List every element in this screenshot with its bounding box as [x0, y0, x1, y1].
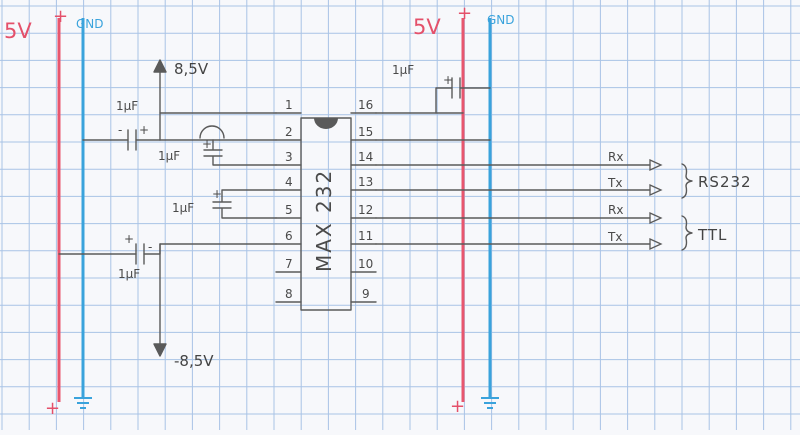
pin-13: 13 [358, 175, 373, 189]
right-vcc-plus-bottom: + [450, 396, 465, 417]
c4-plus-mark: + [124, 232, 134, 246]
pin-9: 9 [362, 287, 370, 301]
wiring [58, 59, 651, 357]
c1-plus-mark: + [139, 123, 149, 137]
pin-14: 14 [358, 150, 373, 164]
pin-4: 4 [285, 175, 293, 189]
pin-numbers-left: 1 2 3 4 5 6 7 8 [285, 98, 293, 301]
c2-plus-mark: + [202, 137, 212, 151]
left-ground-symbol [74, 397, 92, 409]
signal-ttl-tx: Tx [607, 230, 622, 244]
power-rails [57, 18, 499, 409]
left-gnd-label: GND [76, 17, 104, 31]
left-vcc-plus-top: + [53, 6, 68, 27]
pin-7: 7 [285, 257, 293, 271]
pin-1: 1 [285, 98, 293, 112]
signal-rs232-tx: Tx [607, 176, 622, 190]
arrow-rs232-tx [649, 183, 663, 197]
pin-15: 15 [358, 125, 373, 139]
pin-12: 12 [358, 203, 373, 217]
pin-11: 11 [358, 229, 373, 243]
right-gnd-label: GND [487, 13, 515, 27]
cap-c5-value: 1µF [392, 63, 414, 77]
pin-16: 16 [358, 98, 373, 112]
left-vcc-label: 5V [4, 19, 32, 43]
right-vcc-label: 5V [413, 15, 441, 39]
pin-stubs [275, 112, 377, 303]
arrow-ttl-rx [649, 211, 663, 225]
right-vcc-plus-top: + [457, 3, 472, 24]
signal-arrows [649, 158, 663, 251]
cap-c1-value: 1µF [116, 99, 138, 113]
pin-10: 10 [358, 257, 373, 271]
left-vcc-plus-bottom: + [45, 398, 60, 419]
c1-minus-mark: - [118, 123, 122, 137]
group-label-ttl: TTL [697, 226, 727, 244]
c5-plus-mark: + [443, 73, 453, 87]
pin-8: 8 [285, 287, 293, 301]
pin-6: 6 [285, 229, 293, 243]
max232-chip: MAX 232 [300, 117, 352, 311]
pin-numbers-right: 16 15 14 13 12 11 10 9 [358, 98, 373, 301]
chip-notch [314, 118, 338, 129]
arrow-rs232-rx [649, 158, 663, 172]
group-label-rs232: RS232 [698, 173, 752, 191]
c3-plus-mark: + [212, 187, 222, 201]
voltage-positive: 8,5V [174, 60, 209, 78]
cap-c3-value: 1µF [172, 201, 194, 215]
chip-name: MAX 232 [312, 169, 336, 272]
arrow-ttl-tx [649, 237, 663, 251]
pin-5: 5 [285, 203, 293, 217]
rs232-brace [681, 163, 693, 199]
ttl-brace [681, 215, 693, 251]
signal-ttl-rx: Rx [608, 203, 623, 217]
right-ground-symbol [481, 397, 499, 409]
c4-minus-mark: - [148, 240, 152, 254]
pin-2: 2 [285, 125, 293, 139]
cap-c4-value: 1µF [118, 267, 140, 281]
cap-c2-value: 1µF [158, 149, 180, 163]
signal-rs232-rx: Rx [608, 150, 623, 164]
voltage-negative: -8,5V [174, 352, 214, 370]
pin-3: 3 [285, 150, 293, 164]
